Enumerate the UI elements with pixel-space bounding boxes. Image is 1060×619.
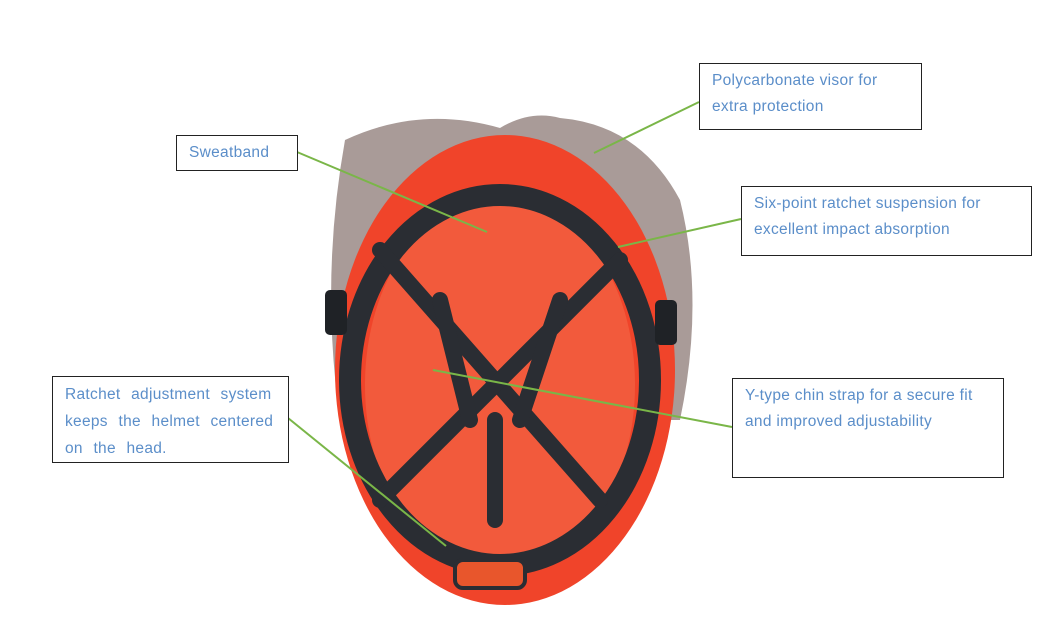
- callout-chinstrap: Y-type chin strap for a secure fit and i…: [732, 378, 1004, 478]
- side-clip-left: [325, 290, 347, 335]
- leader-lines: [287, 101, 742, 547]
- side-clip-right: [655, 300, 677, 345]
- callout-suspension: Six-point ratchet suspension for excelle…: [741, 186, 1032, 256]
- callout-visor: Polycarbonate visor for extra protection: [699, 63, 922, 130]
- callout-ratchet: Ratchet adjustment system keeps the helm…: [52, 376, 289, 463]
- callout-sweatband: Sweatband: [176, 135, 298, 171]
- suspension-straps: [372, 242, 628, 528]
- ratchet-knob: [453, 558, 527, 590]
